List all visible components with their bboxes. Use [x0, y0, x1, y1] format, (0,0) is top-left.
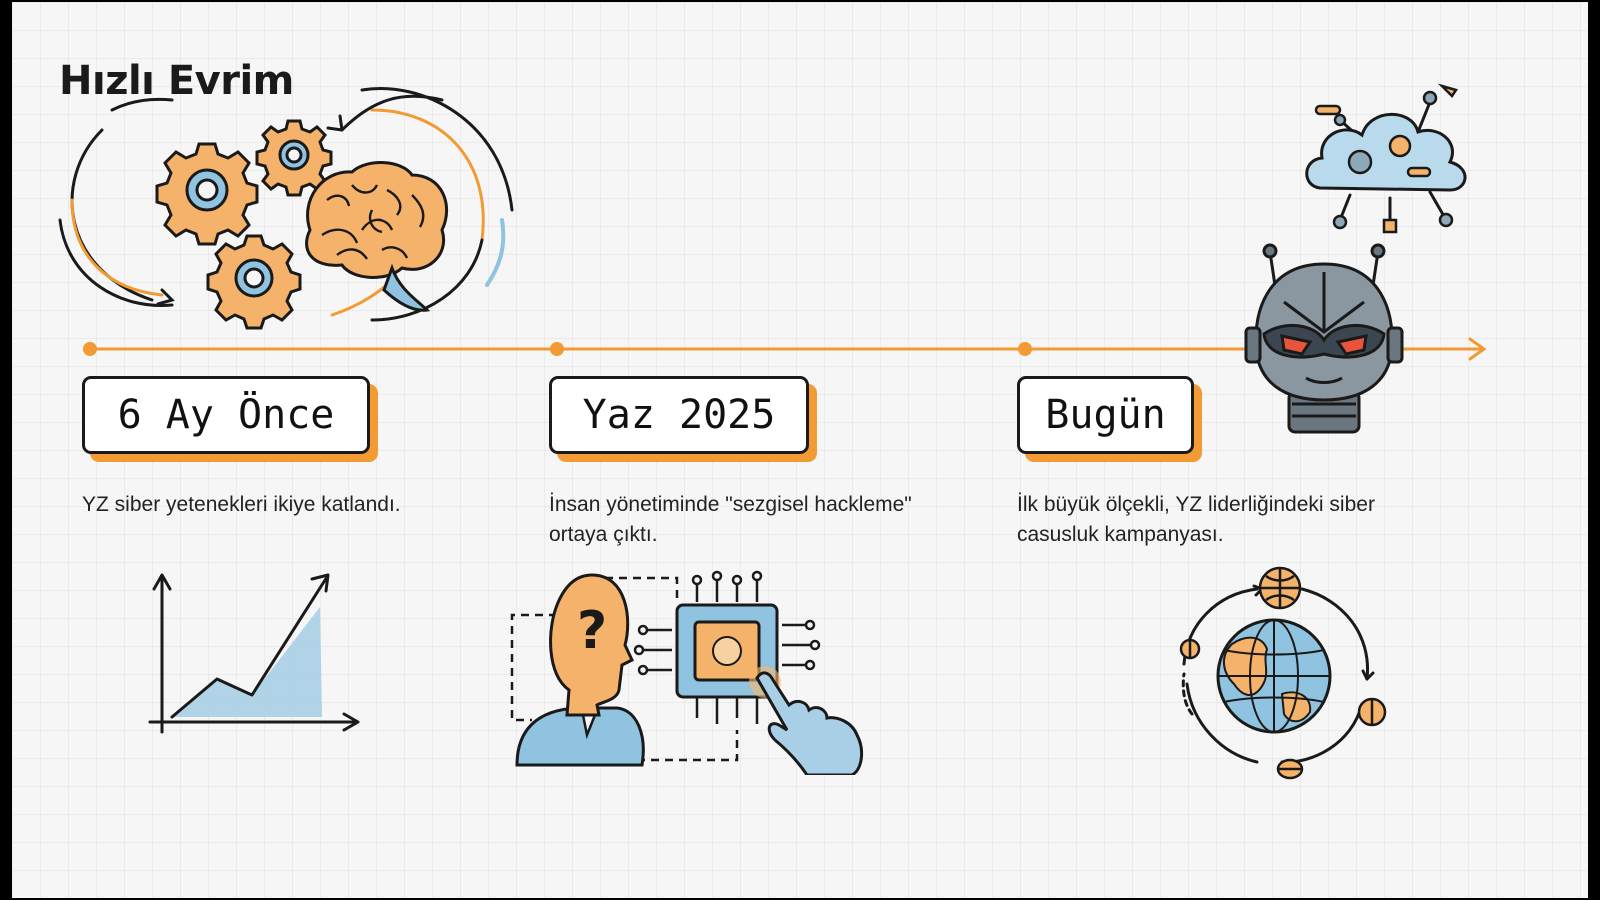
milestone-label-bugun: Bugün: [1017, 376, 1194, 454]
timeline-dot: [550, 342, 564, 356]
globe-network-icon: [1179, 566, 1387, 780]
timeline-dot: [83, 342, 97, 356]
timeline-slide: Hızlı Evrim: [12, 2, 1588, 898]
milestone-description: YZ siber yetenekleri ikiye katlandı.: [82, 493, 401, 516]
robot-head-icon: [1244, 243, 1404, 434]
slide-title: Hızlı Evrim: [59, 58, 294, 104]
timeline-dot: [1018, 342, 1032, 356]
milestone-label-yaz-2025: Yaz 2025: [549, 376, 809, 454]
human-chip-icon: ?: [510, 570, 864, 775]
svg-text:?: ?: [577, 601, 607, 661]
gears-brain-icon: [58, 87, 514, 330]
rising-chart-icon: [148, 573, 360, 734]
cloud-network-icon: [1305, 83, 1467, 234]
milestone-description: İnsan yönetiminde "sezgisel hackleme" or…: [549, 493, 912, 546]
milestone-label-6-ay-once: 6 Ay Önce: [82, 376, 370, 454]
milestone-description: İlk büyük ölçekli, YZ liderliğindeki sib…: [1017, 493, 1375, 546]
